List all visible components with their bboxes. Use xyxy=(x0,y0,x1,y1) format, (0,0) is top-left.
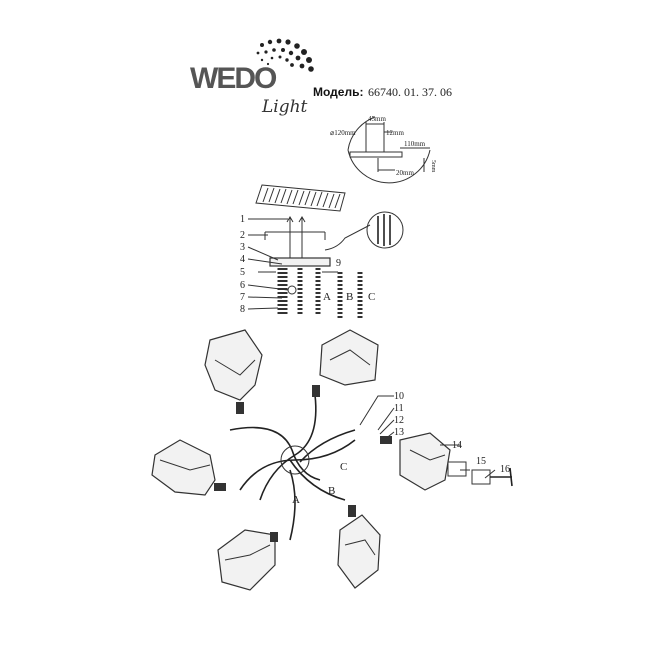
logo-script: Light xyxy=(261,97,308,117)
callout-2: 2 xyxy=(240,230,245,241)
callout-10: 10 xyxy=(394,391,404,402)
arm-label-b: B xyxy=(328,485,335,497)
logo-wordmark: WEDO xyxy=(190,62,277,95)
callout-12: 12 xyxy=(394,415,404,426)
dim-height: 5mm xyxy=(430,160,436,173)
glass-shades xyxy=(151,329,451,591)
callouts-top: 1 2 3 4 5 6 7 8 9 A B C xyxy=(240,214,375,315)
chandelier-assembly: 10 11 12 13 14 15 16 A B C xyxy=(151,329,513,591)
bulb-parts xyxy=(447,461,513,487)
callout-9: 9 xyxy=(336,258,341,269)
callout-11: 11 xyxy=(394,403,404,414)
arm-label-c: C xyxy=(340,461,347,473)
callout-5: 5 xyxy=(240,267,245,278)
callout-6: 6 xyxy=(240,280,245,291)
callout-1: 1 xyxy=(240,214,245,225)
callout-14: 14 xyxy=(452,440,462,451)
dim-hole: 12mm xyxy=(386,129,404,137)
logo-swirl xyxy=(256,38,314,72)
callout-7: 7 xyxy=(240,292,245,303)
dim-diameter: ⌀120mm xyxy=(330,129,356,137)
model-number: 66740. 01. 37. 06 xyxy=(368,85,452,99)
arm-label-a: A xyxy=(292,494,300,506)
variant-c: C xyxy=(368,291,375,303)
dim-length: 110mm xyxy=(404,140,426,148)
dim-width: 45mm xyxy=(368,115,386,123)
mounting-plate-dimensions: ⌀120mm 45mm 12mm 110mm 20mm 5mm xyxy=(330,115,436,184)
callout-8: 8 xyxy=(240,304,245,315)
callout-4: 4 xyxy=(240,254,245,265)
model-label: Модель: xyxy=(313,85,363,99)
callout-3: 3 xyxy=(240,242,245,253)
dim-depth: 20mm xyxy=(396,169,414,177)
callout-16: 16 xyxy=(500,464,510,475)
callouts-bottom: 10 11 12 13 14 15 16 A B C xyxy=(292,391,510,506)
callout-15: 15 xyxy=(476,456,486,467)
callout-13: 13 xyxy=(394,427,404,438)
arms xyxy=(229,394,356,541)
crystal-strip-pack xyxy=(255,184,346,212)
variant-a: A xyxy=(323,291,331,303)
sockets xyxy=(214,385,392,542)
brand-logo: WEDO Light xyxy=(190,38,314,117)
variant-b: B xyxy=(346,291,353,303)
